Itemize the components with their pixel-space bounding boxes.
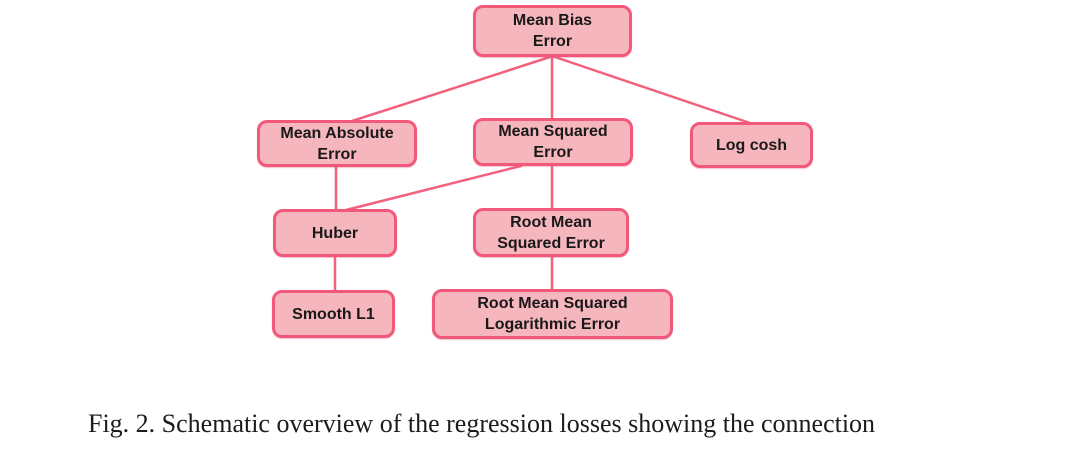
- edge-mbe-mae: [350, 55, 552, 123]
- node-log-cosh: Log cosh: [690, 122, 813, 168]
- node-mean-bias-error: Mean Bias Error: [473, 5, 632, 57]
- node-mean-squared-error: Mean Squared Error: [473, 118, 633, 166]
- edge-mse-huber: [344, 164, 523, 212]
- edge-mbe-logcosh: [553, 55, 752, 125]
- node-smooth-l1: Smooth L1: [272, 290, 395, 338]
- node-root-mean-squared-logarithmic-error: Root Mean Squared Logarithmic Error: [432, 289, 673, 339]
- node-huber: Huber: [273, 209, 397, 257]
- figure-caption: Fig. 2. Schematic overview of the regres…: [88, 409, 876, 438]
- node-root-mean-squared-error: Root Mean Squared Error: [473, 208, 629, 257]
- node-mean-absolute-error: Mean Absolute Error: [257, 120, 417, 167]
